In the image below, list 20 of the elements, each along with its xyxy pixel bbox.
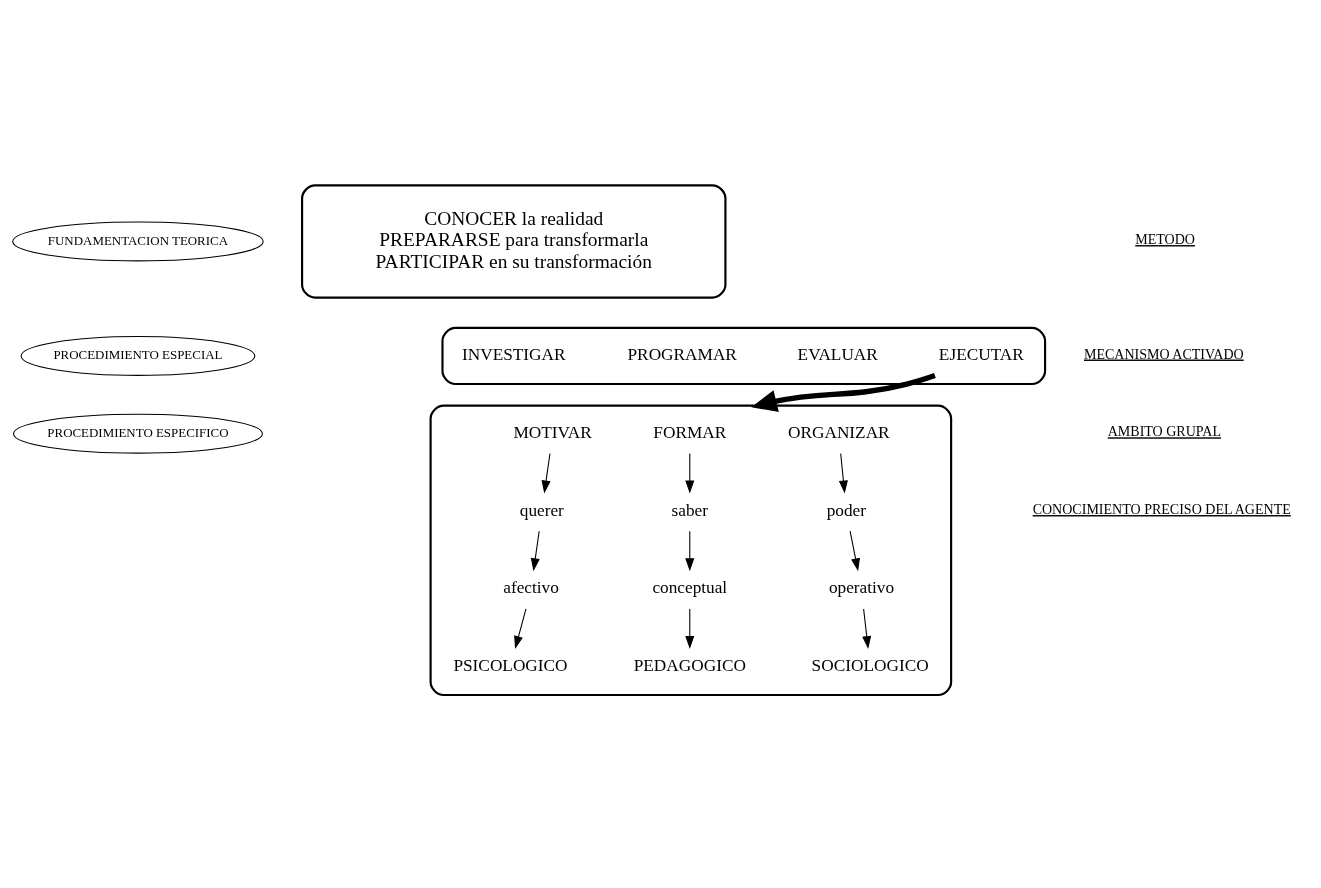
node-text: afectivo — [503, 577, 559, 597]
node-text: ORGANIZAR — [787, 422, 890, 442]
label: CONOCIMIENTO PRECISO DEL AGENTE — [1032, 500, 1291, 517]
node-text: operativo — [828, 577, 895, 597]
node-text: querer — [519, 500, 564, 520]
node-text: PROGRAMAR — [627, 344, 737, 364]
label: MECANISMO ACTIVADO — [1083, 345, 1244, 362]
node-text: INVESTIGAR — [461, 344, 566, 364]
node-text: EJECUTAR — [938, 344, 1024, 364]
node-text: MOTIVAR — [513, 422, 592, 442]
label: METODO — [1135, 230, 1195, 247]
node-text: PSICOLOGICO — [453, 655, 568, 675]
node-text: saber — [671, 500, 708, 520]
node-text: PEDAGOGICO — [633, 655, 746, 675]
node-text: SOCIOLOGICO — [811, 655, 929, 675]
label: AMBITO GRUPAL — [1107, 422, 1222, 439]
node-text: FORMAR — [653, 422, 727, 442]
node-text: conceptual — [652, 577, 728, 597]
node-text: poder — [826, 500, 867, 520]
node-text: EVALUAR — [797, 344, 878, 364]
